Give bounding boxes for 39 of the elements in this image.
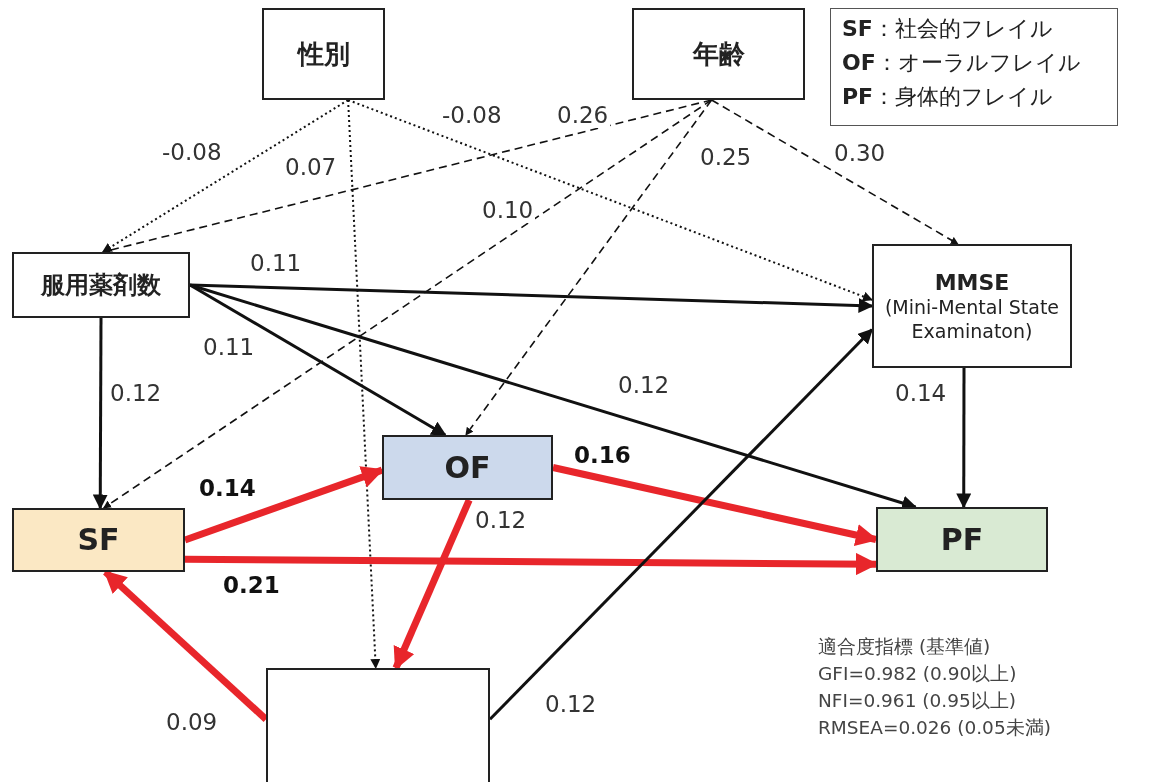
arrow (92, 318, 108, 510)
legend-text: SF：社会的フレイル (842, 15, 1053, 43)
edge-label: 0.26 (555, 103, 611, 129)
variable-box (12, 252, 190, 318)
node-title: 服用薬剤数 (41, 270, 161, 300)
arrow (102, 99, 713, 509)
fit-index-note: 適合度指標 (基準値) (818, 635, 991, 659)
arrow (710, 99, 959, 245)
edge-label: 0.10 (480, 198, 536, 224)
arrow (347, 99, 873, 302)
legend-text: OF：オーラルフレイル (842, 49, 1081, 77)
arrow (956, 368, 972, 509)
arrow (465, 99, 713, 436)
fit-index-note: NFI=0.961 (0.95以上) (818, 689, 1016, 713)
node-title: PF (940, 520, 984, 559)
variable-box (262, 8, 385, 100)
variable-box (632, 8, 805, 100)
node-title: MMSE (934, 268, 1010, 296)
arrow (488, 328, 874, 721)
fit-index-note: GFI=0.982 (0.90以上) (818, 662, 1017, 686)
arrow (103, 569, 269, 722)
node-title: 性別 (297, 37, 350, 71)
arrow (347, 99, 381, 669)
node-subtitle: (Mini-Mental State Examinaton) (883, 296, 1061, 344)
variable-box (382, 435, 553, 500)
node-title: OF (444, 448, 491, 487)
arrow (101, 99, 350, 253)
arrow (183, 466, 385, 544)
arrow (184, 552, 879, 576)
fit-index-note: RMSEA=0.026 (0.05未満) (818, 716, 1051, 740)
variable-box (266, 668, 490, 782)
node-title: 年齢 (692, 37, 745, 71)
variable-box (12, 508, 185, 572)
legend-text: PF：身体的フレイル (842, 83, 1054, 111)
node-title: SF (77, 521, 120, 559)
variable-box (872, 244, 1072, 368)
arrow (552, 464, 879, 547)
variable-box (876, 507, 1048, 572)
arrow (392, 498, 473, 671)
